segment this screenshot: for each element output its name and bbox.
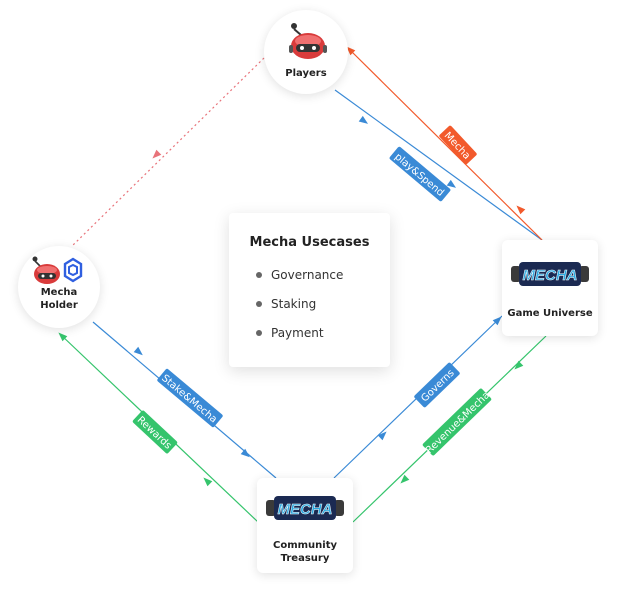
edge-players-to-game — [334, 89, 543, 241]
edge-game-to-players — [347, 47, 543, 241]
usecases-card: Mecha Usecases Governance Staking Paymen… — [229, 213, 390, 367]
tag-rewards: Rewards — [132, 410, 178, 454]
edge-arrow — [446, 179, 457, 188]
mecha-logo-icon: MECHA — [511, 262, 589, 286]
tag-revenue-mecha-text: Revenue&Mecha — [424, 390, 492, 456]
edge-arrow — [240, 448, 250, 458]
mecha-logo-icon: MECHA — [266, 496, 344, 520]
usecase-item-payment: Payment — [253, 325, 343, 354]
usecases-title: Mecha Usecases — [249, 235, 370, 250]
edge-arrow — [133, 346, 143, 356]
edge-arrow — [346, 46, 356, 56]
tag-governs: Governs — [414, 362, 460, 408]
game-universe-label: Game Universe — [507, 308, 593, 319]
robot-mascot-icon — [32, 256, 83, 284]
tag-play-spend: play&Spend — [389, 146, 451, 202]
usecases-list: Governance Staking Payment — [253, 267, 343, 354]
tag-stake-mecha-text: Stake&Mecha — [159, 373, 219, 425]
tag-play-spend-text: play&Spend — [392, 151, 445, 198]
game-universe-node[interactable]: MECHA Game Universe — [502, 240, 598, 336]
tag-stake-mecha: Stake&Mecha — [157, 368, 223, 428]
usecase-item-staking: Staking — [253, 296, 343, 325]
edge-arrow — [400, 474, 410, 484]
edge-arrow — [358, 115, 369, 124]
edge-arrow — [152, 149, 162, 159]
players-label: Players — [285, 68, 327, 79]
community-treasury-label: Community Treasury — [272, 540, 337, 564]
tag-mecha: Mecha — [439, 125, 477, 165]
edge-arrow — [516, 205, 526, 215]
mecha-holder-label: Mecha Holder — [40, 287, 78, 311]
usecase-item-governance: Governance — [253, 267, 343, 296]
mecha-holder-node[interactable]: Mecha Holder — [18, 246, 100, 328]
mecha-logo-text: MECHA — [523, 267, 578, 284]
edge-arrow — [492, 316, 502, 326]
edge-arrow — [377, 431, 387, 441]
community-treasury-node[interactable]: MECHA Community Treasury — [257, 478, 353, 573]
edge-arrow — [203, 477, 213, 487]
edge-arrow — [514, 360, 524, 370]
edge-arrow — [58, 332, 68, 342]
players-node[interactable]: Players — [264, 10, 348, 94]
mecha-logo-text: MECHA — [278, 501, 333, 518]
robot-mascot-icon — [289, 23, 327, 59]
